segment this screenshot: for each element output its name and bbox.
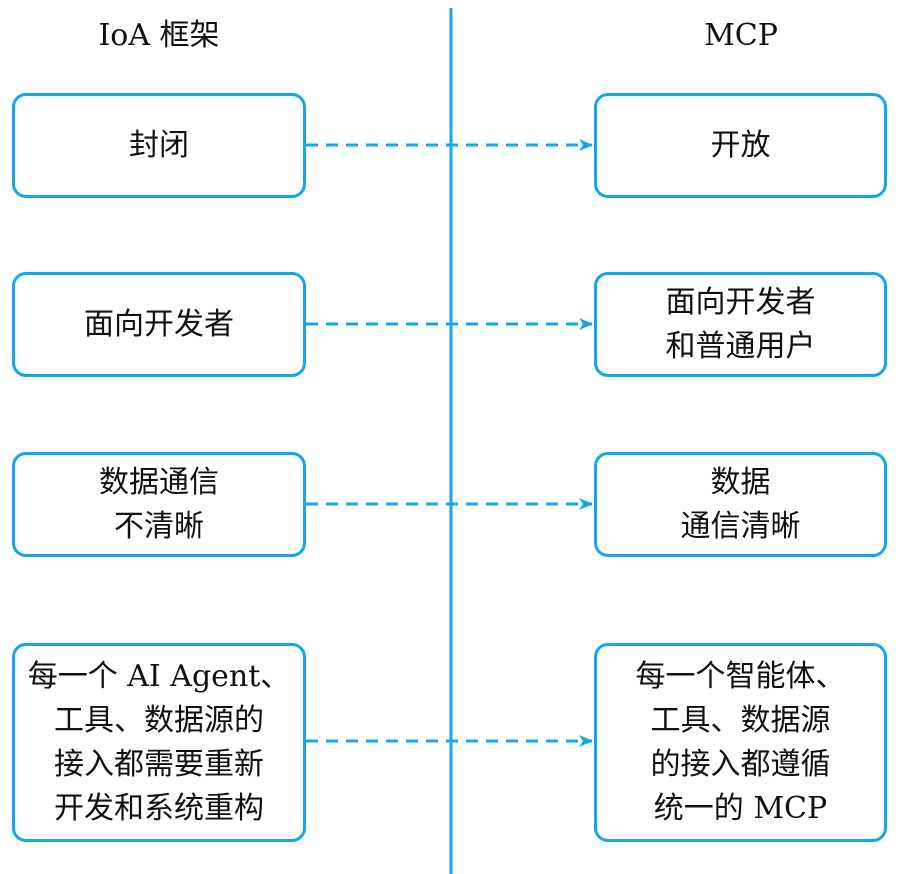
box-text-line: 封闭	[129, 127, 189, 163]
box-text-line: 通信清晰	[680, 508, 801, 544]
ioa-box-closed: 封闭	[12, 93, 306, 198]
box-text-line: 面向开发者	[665, 284, 816, 320]
ioa-box-communication: 数据通信 不清晰	[12, 452, 306, 557]
ioa-framework-header: IoA 框架	[98, 18, 220, 53]
box-text-line: 每一个智能体、	[635, 658, 846, 694]
box-text-line: 开发和系统重构	[54, 790, 264, 826]
box-text-line: 工具、数据源的	[54, 702, 264, 738]
box-text-line: 接入都需要重新	[54, 746, 264, 782]
box-text-line: 统一的 MCP	[653, 790, 828, 826]
box-text-line: 开放	[710, 127, 771, 163]
box-text-line: 工具、数据源	[650, 702, 831, 738]
mcp-box-open: 开放	[594, 93, 887, 198]
box-text-line: 面向开发者	[84, 306, 234, 342]
mcp-box-integration: 每一个智能体、 工具、数据源 的接入都遵循 统一的 MCP	[594, 643, 887, 842]
box-text-line: 每一个 AI Agent、	[27, 658, 291, 694]
mcp-header: MCP	[704, 18, 778, 53]
box-text-line: 数据	[710, 464, 771, 500]
box-text-line: 不清晰	[114, 508, 204, 544]
mcp-box-audience: 面向开发者 和普通用户	[594, 272, 887, 377]
mcp-box-communication: 数据 通信清晰	[594, 452, 887, 557]
box-text-line: 数据通信	[99, 464, 219, 500]
ioa-box-audience: 面向开发者	[12, 272, 306, 377]
box-text-line: 的接入都遵循	[650, 746, 831, 782]
box-text-line: 和普通用户	[665, 328, 816, 364]
ioa-box-integration: 每一个 AI Agent、 工具、数据源的 接入都需要重新 开发和系统重构	[12, 643, 306, 842]
